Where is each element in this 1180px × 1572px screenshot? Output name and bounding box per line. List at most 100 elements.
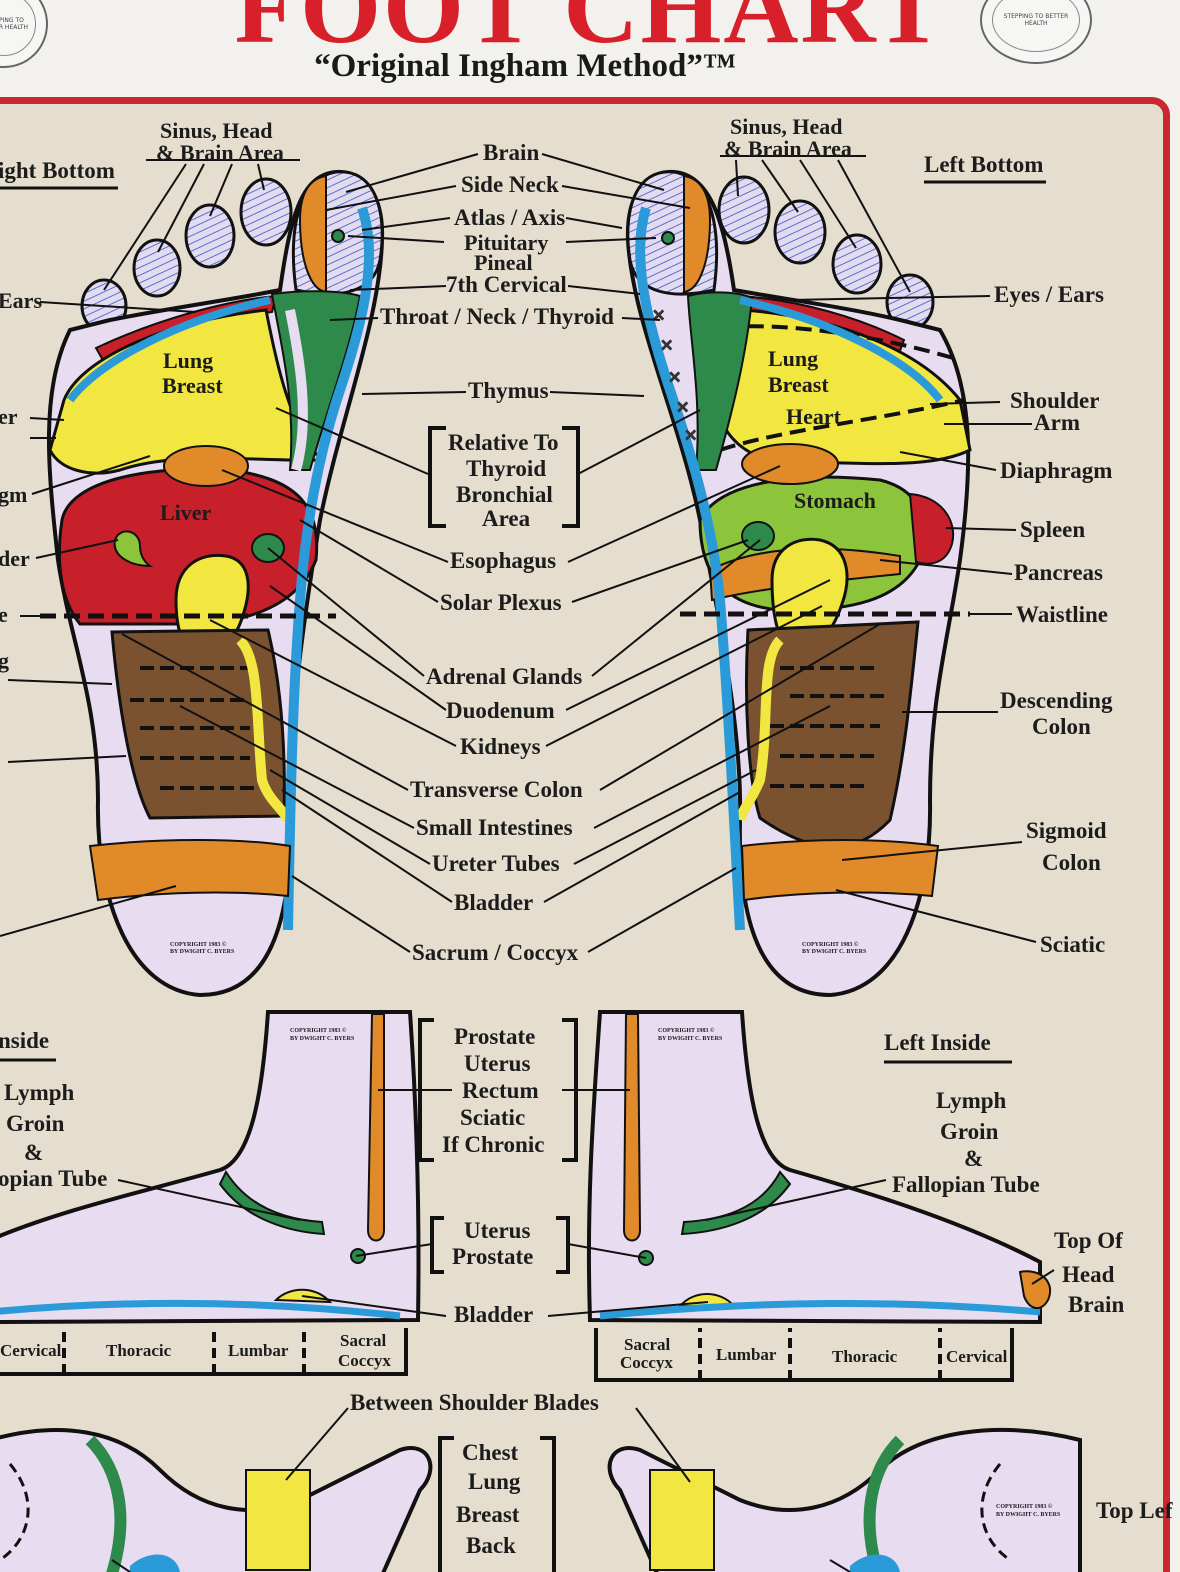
rf-e: e — [0, 602, 8, 627]
toe-2-icon — [239, 177, 293, 247]
label-kidneys: Kidneys — [460, 734, 541, 759]
toe-4-icon — [132, 238, 182, 298]
label-arm: Arm — [1034, 410, 1080, 435]
section-left-bottom: Left Bottom — [924, 152, 1043, 177]
label-sacrum-coccyx: Sacrum / Coccyx — [412, 940, 579, 965]
toe-3-icon — [184, 203, 236, 269]
copyright-rb-2: BY DWIGHT C. BYERS — [170, 949, 235, 955]
lf-heart: Heart — [786, 404, 842, 429]
labels: Sinus, Head & Brain Area Sinus, Head & B… — [0, 114, 1173, 1558]
sinus-label-r1: Sinus, Head — [160, 118, 273, 143]
copyright-li-2: BY DWIGHT C. BYERS — [658, 1036, 723, 1042]
svg-text:×: × — [652, 305, 665, 324]
chart-subtitle: “Original Ingham Method”™ — [314, 48, 736, 84]
inside-rectum: Rectum — [462, 1078, 539, 1103]
sinus-label-r2: & Brain Area — [156, 140, 284, 165]
spine-r-coccyx: Coccyx — [338, 1351, 391, 1370]
label-small-intestines: Small Intestines — [416, 815, 573, 840]
label-thymus: Thymus — [468, 378, 549, 403]
label-solar-plexus: Solar Plexus — [440, 590, 562, 615]
label-colon-2: Colon — [1042, 850, 1101, 875]
lf-breast: Breast — [768, 372, 829, 397]
copyright-rb-1: COPYRIGHT 1983 © — [170, 941, 227, 948]
right-foot-inside — [0, 1010, 421, 1324]
between-shoulder-blades: Between Shoulder Blades — [350, 1390, 599, 1415]
rf-g: g — [0, 648, 9, 673]
right-foot-bottom — [40, 169, 385, 998]
section-right-bottom: ight Bottom — [0, 158, 115, 183]
rf-ears: Ears — [0, 288, 42, 313]
sciatic-zone-right-icon — [88, 839, 292, 902]
inside-prostate-2: Prostate — [452, 1244, 533, 1269]
solar-plexus-zone-icon — [163, 445, 249, 487]
gallbladder-zone-icon — [113, 530, 154, 568]
top-of-3: Brain — [1068, 1292, 1124, 1317]
left-foot-bottom: × × × × × — [625, 169, 972, 998]
top-of-1: Top Of — [1054, 1228, 1123, 1253]
pituitary-dot-icon — [331, 229, 345, 243]
svg-text:×: × — [684, 425, 697, 444]
lymph-r-1: Lymph — [4, 1080, 75, 1105]
inside-sciatic: Sciatic — [460, 1105, 525, 1130]
top-lung: Lung — [468, 1469, 521, 1494]
spine-scale — [0, 1328, 1014, 1382]
svg-text:×: × — [676, 397, 689, 416]
inside-bladder: Bladder — [454, 1302, 533, 1327]
label-throat-neck-thyroid: Throat / Neck / Thyroid — [380, 304, 614, 329]
top-back: Back — [466, 1533, 516, 1558]
liver-zone-icon — [57, 467, 319, 626]
spine-r-thoracic: Thoracic — [106, 1341, 172, 1360]
rf-breast: Breast — [162, 373, 223, 398]
lymph-r-3: & — [24, 1140, 43, 1165]
inside-prostate: Prostate — [454, 1024, 535, 1049]
inside-uterus-2: Uterus — [464, 1218, 530, 1243]
top-left-label: Top Lef — [1096, 1498, 1173, 1523]
spleen-zone-icon — [908, 492, 955, 565]
lf-lung: Lung — [768, 346, 818, 371]
rf-er: er — [0, 404, 18, 429]
label-relative-to: Relative To — [448, 430, 559, 455]
rf-der: der — [0, 546, 30, 571]
top-right-foot-icon — [0, 1428, 433, 1572]
top-view-feet — [0, 1428, 1082, 1572]
label-atlas-axis: Atlas / Axis — [454, 205, 565, 230]
toe-3-left-icon — [773, 199, 827, 265]
spine-l-thoracic: Thoracic — [832, 1347, 898, 1366]
label-shoulder: Shoulder — [1010, 388, 1099, 413]
label-brain: Brain — [483, 140, 539, 165]
label-transverse-colon: Transverse Colon — [410, 777, 583, 802]
label-sciatic: Sciatic — [1040, 932, 1105, 957]
label-sigmoid: Sigmoid — [1026, 818, 1107, 843]
spine-l-coccyx: Coccyx — [620, 1353, 673, 1372]
copyright-lb-1: COPYRIGHT 1983 © — [802, 941, 859, 948]
spine-l-sacral: Sacral — [624, 1335, 671, 1354]
toe-2-left-icon — [717, 175, 771, 245]
copyright-li-1: COPYRIGHT 1983 © — [658, 1027, 715, 1034]
label-esophagus: Esophagus — [450, 548, 556, 573]
label-bladder: Bladder — [454, 890, 533, 915]
lymph-l-1: Lymph — [936, 1088, 1007, 1113]
label-7th-cervical: 7th Cervical — [446, 272, 567, 297]
label-colon-1: Colon — [1032, 714, 1091, 739]
spine-l-lumbar: Lumbar — [716, 1345, 777, 1364]
inside-uterus: Uterus — [464, 1051, 530, 1076]
label-ureter-tubes: Ureter Tubes — [432, 851, 560, 876]
copyright-lb-2: BY DWIGHT C. BYERS — [802, 949, 867, 955]
lymph-l-4: Fallopian Tube — [892, 1172, 1040, 1197]
copyright-ri-2: BY DWIGHT C. BYERS — [290, 1036, 355, 1042]
section-right-inside: nside — [0, 1028, 49, 1053]
top-of-2: Head — [1062, 1262, 1115, 1287]
label-descending: Descending — [1000, 688, 1113, 713]
right-inside-foot-icon — [0, 1010, 421, 1324]
toe-4-left-icon — [831, 233, 883, 295]
label-thyroid: Thyroid — [466, 456, 546, 481]
spine-r-cervical: Cervical — [0, 1341, 62, 1360]
label-duodenum: Duodenum — [446, 698, 555, 723]
lymph-l-2: Groin — [940, 1119, 999, 1144]
left-inside-foot-icon — [586, 1010, 1042, 1325]
intestines-dashes — [130, 666, 260, 790]
copyright-tl-2: BY DWIGHT C. BYERS — [996, 1512, 1061, 1518]
copyright-ri-1: COPYRIGHT 1983 © — [290, 1027, 347, 1034]
label-side-neck: Side Neck — [461, 172, 559, 197]
